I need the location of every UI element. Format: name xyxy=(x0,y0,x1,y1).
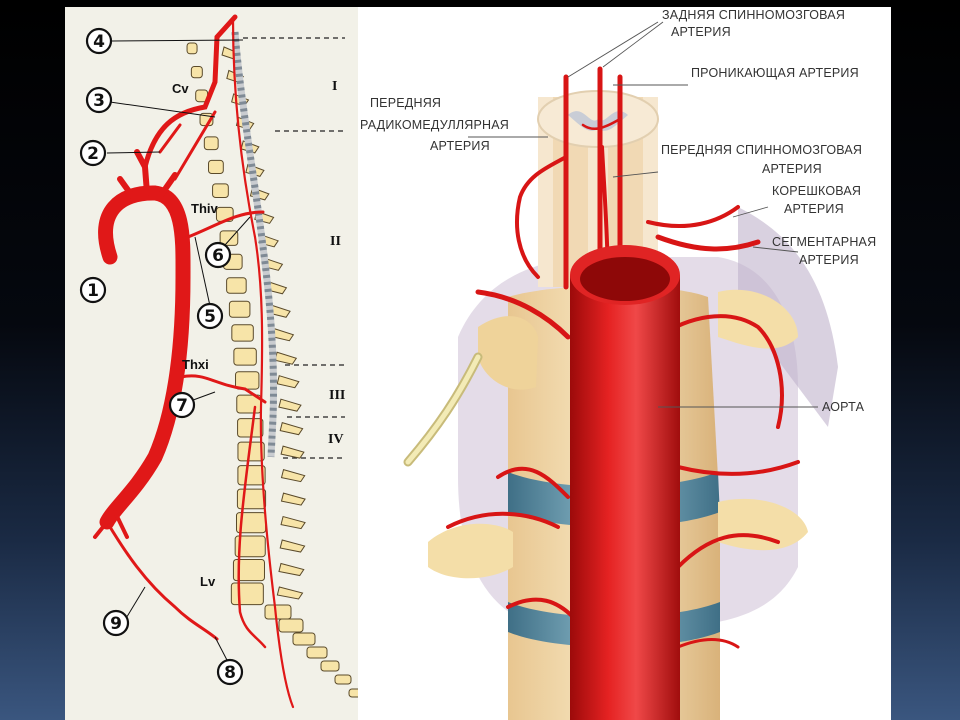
vertebra xyxy=(186,42,198,55)
region-dividers xyxy=(243,37,345,459)
vertebra xyxy=(208,159,224,175)
spinous-process xyxy=(279,422,304,436)
marker-2: 2 xyxy=(79,139,107,167)
callout-lines xyxy=(468,21,818,408)
sacral-segment xyxy=(278,618,304,633)
svg-text:АРТЕРИЯ: АРТЕРИЯ xyxy=(430,139,490,153)
sacral-segment xyxy=(320,660,340,672)
marker-9: 9 xyxy=(102,609,130,637)
label-posterior-spinal-artery: ЗАДНЯЯ СПИННОМОЗГОВАЯ АРТЕРИЯ xyxy=(662,8,845,39)
number-markers: 1 2 3 4 5 6 7 8 9 xyxy=(79,27,244,686)
svg-text:ЗАДНЯЯ СПИННОМОЗГОВАЯ: ЗАДНЯЯ СПИННОМОЗГОВАЯ xyxy=(662,8,845,22)
label-segmental-artery: СЕГМЕНТАРНАЯ АРТЕРИЯ xyxy=(772,235,876,267)
spinous-process xyxy=(276,586,304,600)
spinous-process xyxy=(271,328,295,342)
spinous-process xyxy=(279,539,306,553)
vertebra xyxy=(190,65,203,79)
svg-text:АРТЕРИЯ: АРТЕРИЯ xyxy=(784,202,844,216)
vertebra xyxy=(231,324,254,342)
region-iii: III xyxy=(329,388,345,403)
vertebra xyxy=(212,183,229,198)
spinal-cord xyxy=(231,31,277,458)
vertebra xyxy=(235,371,260,390)
vertebra xyxy=(228,300,251,318)
vertebra xyxy=(237,465,266,486)
vertebra xyxy=(233,347,257,366)
region-ii: II xyxy=(330,234,341,249)
vertebra xyxy=(230,582,264,606)
spinous-process xyxy=(278,398,302,412)
svg-text:КОРЕШКОВАЯ: КОРЕШКОВАЯ xyxy=(772,184,861,198)
svg-text:АОРТА: АОРТА xyxy=(822,400,865,414)
marker-1: 1 xyxy=(79,276,107,304)
arteries xyxy=(446,66,800,649)
right-anatomical-illustration: ЗАДНЯЯ СПИННОМОЗГОВАЯ АРТЕРИЯ ПРОНИКАЮЩА… xyxy=(358,7,891,720)
marker-6: 6 xyxy=(204,241,232,269)
vertebra xyxy=(226,277,247,294)
spinous-processes xyxy=(221,46,306,600)
label-radicular-artery: КОРЕШКОВАЯ АРТЕРИЯ xyxy=(772,184,861,216)
svg-text:РАДИКОМЕДУЛЛЯРНАЯ: РАДИКОМЕДУЛЛЯРНАЯ xyxy=(360,118,509,132)
spinous-process xyxy=(276,375,300,389)
marker-3-label: 3 xyxy=(93,91,105,111)
marker-1-label: 1 xyxy=(87,281,99,301)
marker-2-label: 2 xyxy=(87,144,99,164)
svg-text:АРТЕРИЯ: АРТЕРИЯ xyxy=(762,162,822,176)
svg-text:АРТЕРИЯ: АРТЕРИЯ xyxy=(671,25,731,39)
leader-lines xyxy=(106,39,251,663)
sacral-segment xyxy=(264,604,292,620)
label-thxi: Thxi xyxy=(182,357,209,372)
marker-5: 5 xyxy=(196,302,224,330)
vertebra xyxy=(203,136,219,151)
sacral-segment xyxy=(348,688,358,698)
spinous-process xyxy=(280,468,306,483)
marker-3: 3 xyxy=(85,86,113,114)
marker-7-label: 7 xyxy=(176,396,188,416)
label-lv: Lv xyxy=(200,574,216,589)
vertebra xyxy=(219,230,239,246)
label-thiv: Thiv xyxy=(191,201,218,216)
marker-4: 4 xyxy=(85,27,113,55)
svg-text:АРТЕРИЯ: АРТЕРИЯ xyxy=(799,253,859,267)
vertebra xyxy=(232,559,265,582)
svg-text:ПЕРЕДНЯЯ СПИННОМОЗГОВАЯ: ПЕРЕДНЯЯ СПИННОМОЗГОВАЯ xyxy=(661,143,862,157)
spinous-process xyxy=(278,562,305,577)
left-spine-schematic: 1 2 3 4 5 6 7 8 9 Cv Thiv Thxi Lv I II I… xyxy=(65,7,358,720)
marker-8-label: 8 xyxy=(224,663,236,683)
label-anterior-spinal-artery: ПЕРЕДНЯЯ СПИННОМОЗГОВАЯ АРТЕРИЯ xyxy=(661,143,862,176)
aorta xyxy=(570,245,680,720)
spinous-process xyxy=(280,492,306,506)
marker-8: 8 xyxy=(216,658,244,686)
label-penetrating-artery: ПРОНИКАЮЩАЯ АРТЕРИЯ xyxy=(691,66,859,80)
marker-4-label: 4 xyxy=(93,32,105,52)
svg-text:СЕГМЕНТАРНАЯ: СЕГМЕНТАРНАЯ xyxy=(772,235,876,249)
label-cv: Cv xyxy=(172,81,189,96)
region-iv: IV xyxy=(328,432,344,447)
label-aorta: АОРТА xyxy=(822,400,865,414)
sacral-segment xyxy=(334,674,352,685)
vertebra xyxy=(234,535,266,558)
sacral-segment xyxy=(292,632,316,646)
marker-7: 7 xyxy=(168,391,196,419)
svg-text:ПЕРЕДНЯЯ: ПЕРЕДНЯЯ xyxy=(370,96,441,110)
marker-9-label: 9 xyxy=(110,614,122,634)
marker-6-label: 6 xyxy=(212,246,224,266)
svg-text:ПРОНИКАЮЩАЯ АРТЕРИЯ: ПРОНИКАЮЩАЯ АРТЕРИЯ xyxy=(691,66,859,80)
spinous-process xyxy=(280,515,306,530)
marker-5-label: 5 xyxy=(204,307,216,327)
label-anterior-radiculomedullary-artery: ПЕРЕДНЯЯ РАДИКОМЕДУЛЛЯРНАЯ АРТЕРИЯ xyxy=(360,96,509,153)
spinous-process xyxy=(274,351,298,365)
vertebral-column xyxy=(186,42,358,698)
vertebra xyxy=(237,418,264,438)
spinous-process xyxy=(280,445,305,459)
sacral-segment xyxy=(306,646,328,659)
region-i: I xyxy=(332,79,337,94)
arterial-tree xyxy=(93,14,295,709)
